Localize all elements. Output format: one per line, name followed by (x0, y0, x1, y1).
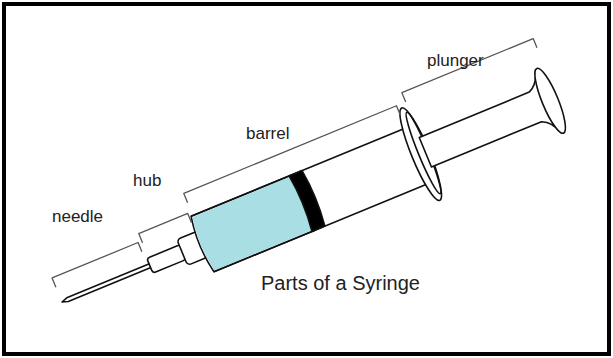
part-label: needle (52, 208, 103, 227)
plunger-bracket (402, 39, 537, 102)
frame (4, 4, 609, 354)
part-label: barrel (246, 125, 289, 144)
part-label: plunger (427, 52, 484, 71)
needle-bracket (52, 243, 142, 288)
part-label: hub (133, 172, 161, 191)
caption: Parts of a Syringe (261, 272, 420, 294)
barrel-bracket (184, 106, 400, 203)
hub-bracket (139, 213, 192, 242)
plunger-stopper (289, 170, 327, 232)
needle-shaft (61, 264, 151, 304)
plunger-cap (529, 65, 570, 136)
barrel (188, 128, 428, 273)
